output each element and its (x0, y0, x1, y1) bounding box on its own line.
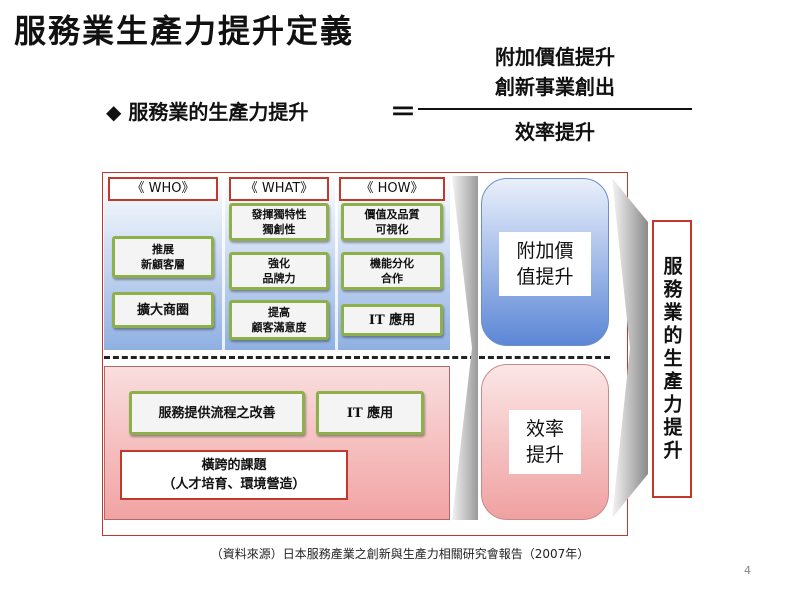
value-label: 附加價 值提升 (499, 232, 591, 296)
chevron-arrow-icon (452, 176, 478, 520)
who-item-new-customers: 推展 新顧客層 (112, 236, 214, 278)
how-item-visualization: 價值及品質 可視化 (341, 203, 443, 241)
header-how: 《 HOW》 (339, 177, 445, 201)
what-item-satisfaction: 提高 顧客滿意度 (229, 300, 329, 340)
header-who: 《 WHO》 (108, 177, 218, 201)
page-title: 服務業生產力提升定義 (14, 12, 355, 50)
how-item-it: IT 應用 (341, 304, 443, 336)
bottom-item-it: IT 應用 (316, 391, 424, 435)
dashed-divider (104, 356, 610, 359)
formula-numerator: 附加價值提升 創新事業創出 (420, 42, 690, 102)
result-label: 服務業的生產力提升 (652, 220, 692, 498)
formula-lhs-text: 服務業的生產力提升 (128, 100, 309, 124)
formula-denominator: 效率提升 (515, 120, 595, 144)
header-what: 《 WHAT》 (229, 177, 329, 201)
source-note: （資料來源）日本服務產業之創新與生產力相關研究會報告（2007年） (210, 547, 590, 561)
formula-lhs: ◆ 服務業的生產力提升 (106, 96, 308, 125)
diagram-frame (102, 172, 628, 536)
bottom-item-process: 服務提供流程之改善 (129, 391, 305, 435)
fraction-bar (418, 108, 692, 110)
equals-sign: ＝ (390, 98, 417, 128)
bottom-item-cross-cutting: 橫跨的課題 （人才培育、環境營造） (120, 450, 348, 500)
numerator-line-1: 附加價值提升 (495, 45, 615, 69)
numerator-line-2: 創新事業創出 (495, 75, 615, 99)
column-divider (335, 174, 338, 350)
how-item-cooperation: 機能分化 合作 (341, 252, 443, 290)
chevron-arrow-icon (612, 178, 648, 518)
diamond-bullet-icon: ◆ (106, 100, 122, 124)
column-divider (222, 174, 225, 350)
page-number: 4 (744, 564, 751, 577)
what-item-uniqueness: 發揮獨特性 獨創性 (229, 203, 329, 241)
efficiency-label: 效率 提升 (509, 410, 581, 474)
what-item-brand: 強化 品牌力 (229, 252, 329, 290)
who-item-expand-area: 擴大商圈 (112, 292, 214, 328)
